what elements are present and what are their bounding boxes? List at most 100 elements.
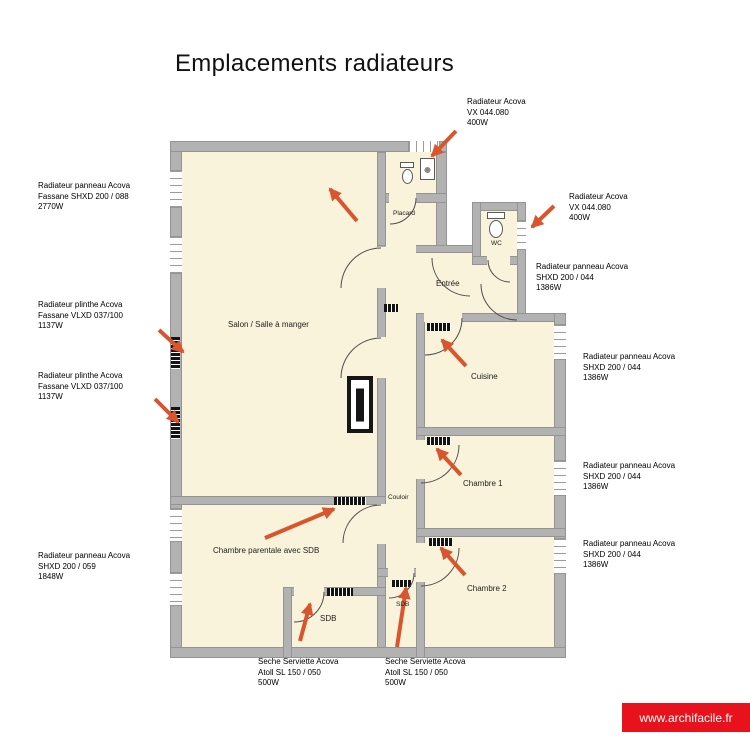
toilet-tank-icon	[400, 162, 414, 168]
room-label-entree: Entrée	[436, 279, 460, 288]
note-line: Fassane VLXD 037/100	[38, 310, 123, 320]
radiator-symbol	[171, 337, 180, 369]
toilet-bowl-icon	[489, 220, 503, 238]
window-symbol	[554, 460, 566, 496]
room-label-chambre1: Chambre 1	[463, 479, 503, 488]
note-line: 1848W	[38, 572, 64, 581]
radiator-note-right-vx: Radiateur Acova VX 044.080 400W	[569, 192, 628, 224]
wall-segment	[170, 647, 566, 658]
fireplace-core	[356, 388, 364, 421]
room-label-sdb: SDB	[320, 614, 337, 623]
note-line: 2770W	[38, 202, 64, 211]
toilet-tank-icon	[487, 212, 505, 219]
room-label-couloir: Couloir	[388, 494, 409, 501]
wall-segment	[416, 528, 566, 537]
note-line: SHXD 200 / 044	[583, 362, 641, 372]
room-label-chambre-parentale: Chambre parentale avec SDB	[213, 546, 320, 555]
wall-segment	[377, 245, 481, 253]
radiator-note-shxd-entree: Radiateur panneau Acova SHXD 200 / 044 1…	[536, 262, 628, 294]
door-gap	[377, 504, 386, 544]
note-line: Seche Serviette Acova	[258, 657, 339, 666]
note-line: VX 044.080	[467, 107, 509, 117]
door-gap	[294, 587, 324, 596]
note-line: Atoll SL 150 / 050	[258, 667, 321, 677]
note-line: Radiateur panneau Acova	[583, 352, 676, 361]
note-line: 1386W	[583, 560, 609, 569]
radiator-symbol	[171, 407, 180, 439]
door-gap	[424, 313, 462, 322]
radiator-symbol	[427, 437, 451, 445]
window-symbol	[517, 220, 526, 250]
radiator-note-shxd-cuisine: Radiateur panneau Acova SHXD 200 / 044 1…	[583, 352, 675, 384]
note-line: Radiateur Acova	[467, 97, 526, 106]
note-line: Fassane SHXD 200 / 088	[38, 191, 129, 201]
wall-segment	[170, 496, 386, 505]
wall-segment	[377, 152, 386, 658]
note-line: Radiateur panneau Acova	[536, 262, 629, 271]
window-symbol	[554, 324, 566, 360]
radiator-note-shxd-059: Radiateur panneau Acova SHXD 200 / 059 1…	[38, 551, 130, 583]
note-line: SHXD 200 / 059	[38, 561, 96, 571]
room-label-chambre2: Chambre 2	[467, 584, 507, 593]
sink-icon	[420, 158, 435, 180]
note-line: Radiateur panneau Acova	[38, 551, 131, 560]
note-line: 1137W	[38, 321, 63, 330]
note-line: 500W	[385, 678, 406, 687]
wall-segment	[517, 202, 526, 322]
note-line: 400W	[467, 118, 488, 127]
radiator-note-fassane-shxd: Radiateur panneau Acova Fassane SHXD 200…	[38, 181, 130, 213]
door-gap	[487, 256, 510, 265]
door-gap	[388, 568, 414, 577]
annotation-arrow	[530, 204, 556, 229]
note-line: Fassane VLXD 037/100	[38, 381, 123, 391]
note-line: SHXD 200 / 044	[536, 272, 594, 282]
note-line: 1386W	[583, 482, 609, 491]
radiator-symbol	[429, 538, 453, 546]
radiator-note-shxd-ch2: Radiateur panneau Acova SHXD 200 / 044 1…	[583, 539, 675, 571]
note-line: VX 044.080	[569, 202, 611, 212]
door-gap	[389, 193, 416, 203]
room-label-salon: Salon / Salle à manger	[228, 320, 309, 329]
note-line: Radiateur plinthe Acova	[38, 371, 123, 380]
window-symbol	[170, 170, 182, 208]
room-label-cuisine: Cuisine	[471, 372, 498, 381]
room-label-placard: Placard	[393, 210, 416, 217]
wall-segment	[283, 587, 292, 658]
note-line: Radiateur plinthe Acova	[38, 300, 123, 309]
radiator-note-shxd-ch1: Radiateur panneau Acova SHXD 200 / 044 1…	[583, 461, 675, 493]
watermark-text: www.archifacile.fr	[639, 710, 733, 725]
radiator-note-vlxd-1: Radiateur plinthe Acova Fassane VLXD 037…	[38, 300, 123, 332]
door-gap	[386, 245, 416, 253]
note-line: 500W	[258, 678, 279, 687]
note-line: Atoll SL 150 / 050	[385, 667, 448, 677]
radiator-symbol	[427, 323, 451, 331]
note-line: SHXD 200 / 044	[583, 549, 641, 559]
door-gap	[416, 440, 425, 479]
note-line: 1386W	[536, 283, 562, 292]
window-symbol	[408, 141, 440, 152]
note-line: SHXD 200 / 044	[583, 471, 641, 481]
room-label-wc: WC	[491, 240, 502, 247]
window-symbol	[554, 538, 566, 574]
door-gap	[377, 247, 386, 288]
watermark-banner: www.archifacile.fr	[622, 703, 750, 732]
fireplace-symbol	[347, 376, 373, 433]
room-label-sdb-petite: SDB	[396, 601, 410, 608]
radiator-note-seche-1: Seche Serviette Acova Atoll SL 150 / 050…	[258, 657, 339, 689]
toilet-bowl-icon	[402, 169, 413, 184]
note-line: Radiateur panneau Acova	[583, 539, 676, 548]
radiator-symbol	[327, 588, 353, 596]
radiator-note-top-vx: Radiateur Acova VX 044.080 400W	[467, 97, 526, 129]
note-line: 400W	[569, 213, 590, 222]
window-symbol	[170, 572, 182, 606]
note-line: Radiateur panneau Acova	[583, 461, 676, 470]
note-line: Radiateur Acova	[569, 192, 628, 201]
note-line: Seche Serviette Acova	[385, 657, 466, 666]
radiator-symbol	[392, 580, 412, 587]
wall-segment	[416, 313, 425, 658]
radiator-note-seche-2: Seche Serviette Acova Atoll SL 150 / 050…	[385, 657, 466, 689]
note-line: Radiateur panneau Acova	[38, 181, 131, 190]
wall-segment	[472, 202, 526, 211]
wall-segment	[472, 202, 481, 265]
